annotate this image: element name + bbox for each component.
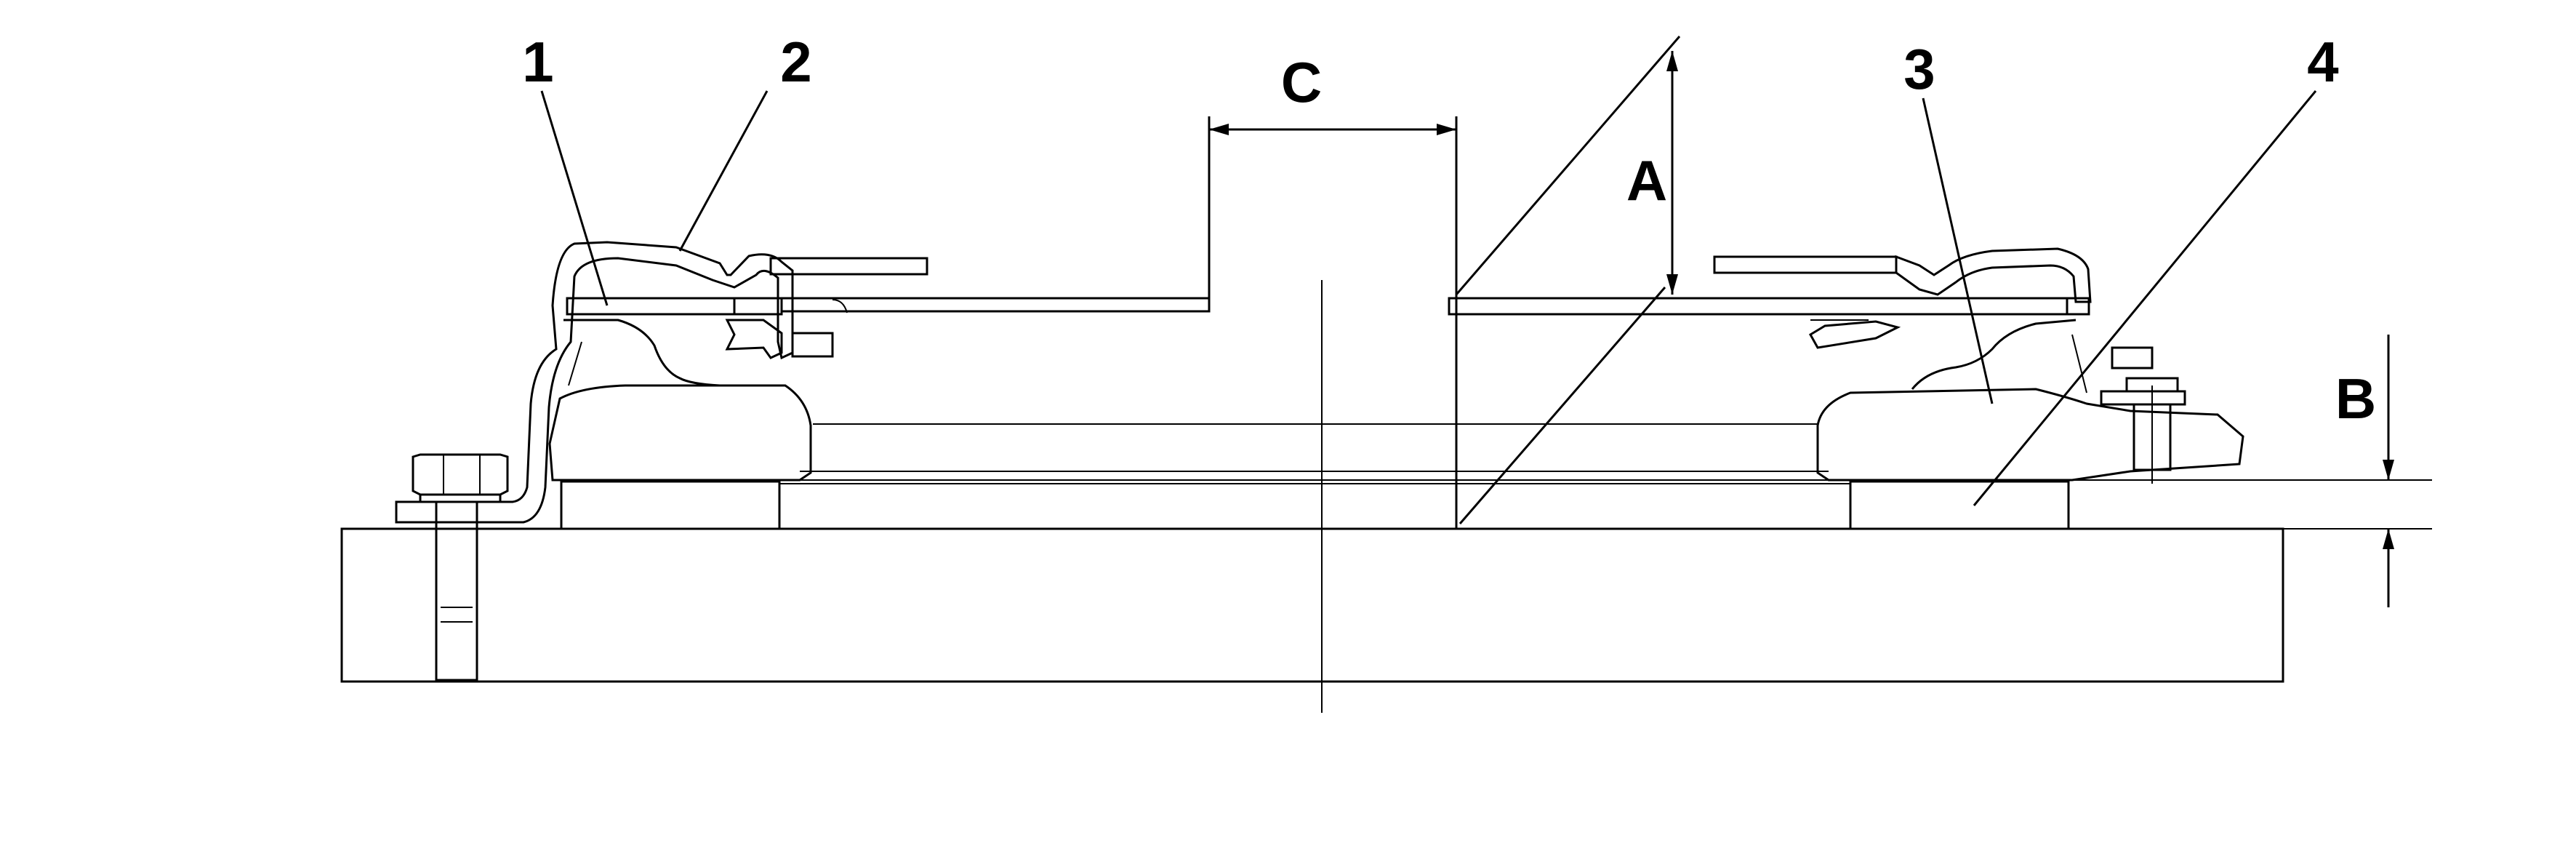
dimension-b: B	[2069, 335, 2432, 607]
part-callout-4: 4	[1973, 30, 2339, 506]
right-clamp-cover	[1713, 247, 2092, 349]
diagonal-lines	[1455, 36, 1681, 524]
part-label-1: 1	[522, 30, 553, 94]
part-label-2: 2	[780, 30, 811, 94]
center-lines	[1208, 116, 1458, 713]
part-callout-2: 2	[678, 30, 812, 252]
left-bolt	[412, 453, 509, 682]
part-callout-3: 3	[1903, 37, 1994, 404]
dimension-a-label: A	[1626, 148, 1667, 212]
dimension-b-label: B	[2335, 367, 2376, 431]
dimension-a: A	[1626, 51, 1678, 295]
right-bolt	[2100, 346, 2186, 484]
dimension-c: C	[1209, 50, 1456, 135]
left-clamp-cover	[395, 241, 928, 524]
right-rim-section	[1816, 319, 2244, 482]
left-inner-plate	[566, 297, 1211, 316]
dimension-c-label: C	[1281, 50, 1322, 114]
part-callout-1: 1	[522, 30, 609, 306]
right-inner-plate	[1448, 297, 2090, 316]
left-spacer-pad	[560, 480, 781, 530]
left-rim-section	[548, 319, 812, 482]
part-label-4: 4	[2307, 30, 2338, 94]
right-spacer-pad	[1849, 480, 2070, 530]
part-label-3: 3	[1903, 37, 1935, 101]
wheel-inner-lines	[779, 423, 1850, 484]
base-plate	[340, 527, 2284, 683]
